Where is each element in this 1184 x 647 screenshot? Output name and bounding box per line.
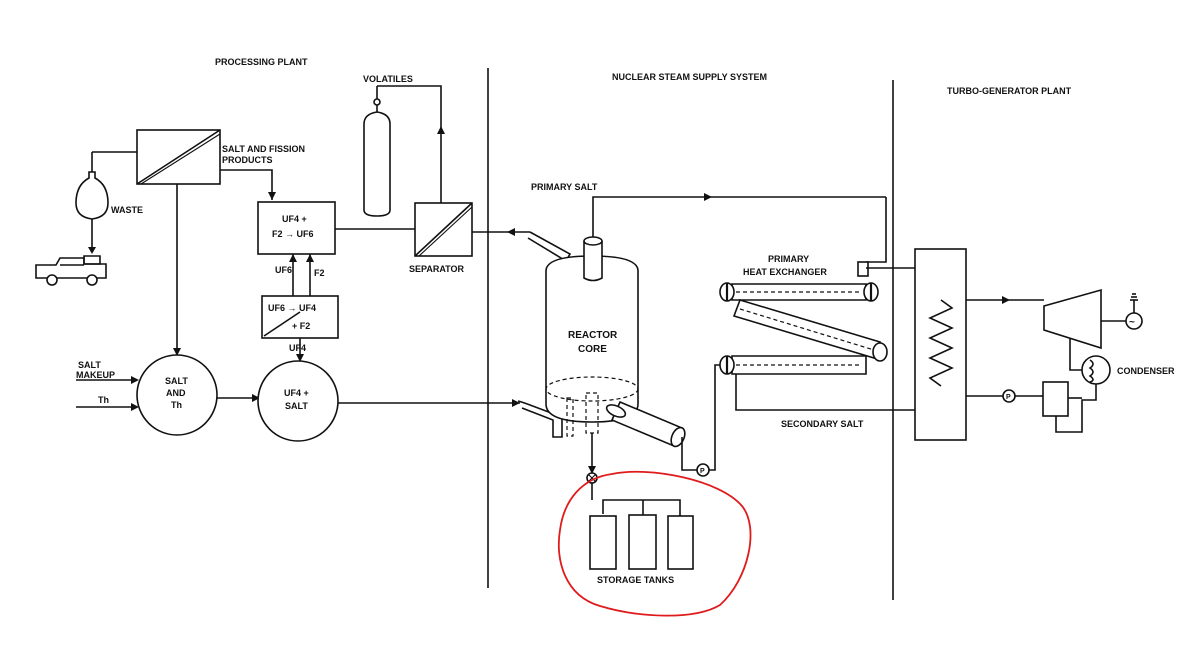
condenser-icon [1081, 355, 1111, 385]
storage-tanks-highlight [557, 470, 752, 617]
salt-th-label-3: Th [171, 400, 182, 410]
uf6-label: UF6 [275, 265, 292, 275]
uf6-uf4-label-2: + F2 [292, 321, 310, 331]
reactor-return-pipe [605, 400, 686, 448]
salt-th-label-2: AND [166, 388, 186, 398]
uf6-to-uf4-box [261, 295, 339, 339]
storage-tank-1 [589, 515, 617, 570]
salt-makeup-label-1: SALT [78, 360, 101, 370]
uf6-uf4-label-1: UF6 → UF4 [268, 303, 316, 313]
uf4-label: UF4 [289, 343, 306, 353]
salt-th-label-1: SALT [165, 376, 188, 386]
steam-generator [914, 248, 967, 441]
uf4-salt-label-2: SALT [285, 401, 308, 411]
feedwater-heater-box [1042, 381, 1069, 417]
uf4-f2-label-2: F2 → UF6 [272, 229, 314, 239]
salt-makeup-label-2: MAKEUP [76, 370, 115, 380]
volatiles-label: VOLATILES [363, 74, 413, 84]
section-title-processing: PROCESSING PLANT [215, 57, 308, 67]
phx-label-1: PRIMARY [768, 254, 809, 264]
waste-label: WASTE [111, 205, 143, 215]
storage-tank-2 [628, 514, 657, 570]
uf4-salt-tank [257, 360, 339, 442]
th-input-label: Th [98, 395, 109, 405]
reactor-label-2: CORE [578, 344, 607, 355]
ground-icon [1130, 293, 1138, 313]
uf4-salt-label-1: UF4 + [284, 388, 309, 398]
uf4-f2-to-uf6-box [257, 201, 336, 255]
phx-label-2: HEAT EXCHANGER [743, 267, 827, 277]
generator-symbol: ~ [1129, 317, 1135, 328]
reactor-outlet-pipe [583, 236, 603, 282]
primary-salt-label: PRIMARY SALT [531, 182, 598, 192]
section-title-nsss: NUCLEAR STEAM SUPPLY SYSTEM [612, 72, 767, 82]
primary-heat-exchanger [719, 261, 888, 375]
reactor-label-1: REACTOR [568, 330, 618, 341]
waste-flask-icon [75, 151, 137, 254]
feed-pump-label: P [1006, 394, 1011, 401]
condenser-label: CONDENSER [1117, 366, 1175, 376]
separator-label: SEPARATOR [409, 264, 465, 274]
primary-pump-label: P [700, 468, 705, 475]
top-separator-box [136, 129, 221, 185]
uf4-f2-label-1: UF4 + [282, 214, 307, 224]
section-title-turbo: TURBO-GENERATOR PLANT [947, 86, 1072, 96]
salt-and-th-tank [136, 354, 218, 436]
volatiles-cylinder-icon [363, 86, 391, 217]
salt-fission-products-label-2: PRODUCTS [222, 155, 273, 165]
f2-label: F2 [314, 268, 325, 278]
salt-fission-products-label-1: SALT AND FISSION [222, 144, 305, 154]
reactor-vessel [545, 255, 639, 423]
storage-tank-3 [667, 515, 694, 570]
turbine-icon [1043, 288, 1102, 350]
truck-icon [35, 255, 107, 286]
separator-box [414, 202, 473, 257]
secondary-salt-label: SECONDARY SALT [781, 419, 864, 429]
storage-tanks-label: STORAGE TANKS [597, 575, 674, 585]
